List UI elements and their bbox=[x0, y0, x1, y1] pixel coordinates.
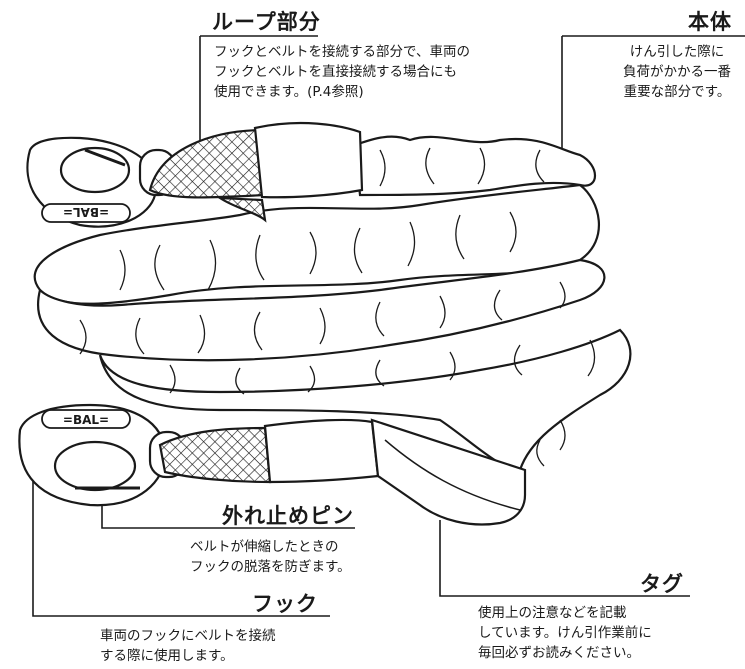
tag-text: 使用上の注意などを記載 しています。けん引作業前に 毎回必ずお読みください。 bbox=[478, 603, 698, 663]
top-hook-brand: =BAL= bbox=[63, 205, 109, 219]
body-text: けん引した際に 負荷がかかる一番 重要な部分です。 bbox=[610, 42, 744, 102]
loop-text: フックとベルトを接続する部分で、車両の フックとベルトを直接接続する場合にも 使… bbox=[214, 42, 544, 102]
tag-title: タグ bbox=[640, 568, 684, 598]
pin-text: ベルトが伸縮したときの フックの脱落を防ぎます。 bbox=[190, 537, 390, 577]
hook-text: 車両のフックにベルトを接続 する際に使用します。 bbox=[100, 626, 340, 666]
bottom-hook-brand: =BAL= bbox=[63, 413, 109, 427]
pin-title: 外れ止めピン bbox=[222, 500, 354, 530]
hook-title: フック bbox=[252, 588, 318, 618]
loop-title: ループ部分 bbox=[212, 6, 321, 36]
body-title: 本体 bbox=[688, 6, 732, 36]
